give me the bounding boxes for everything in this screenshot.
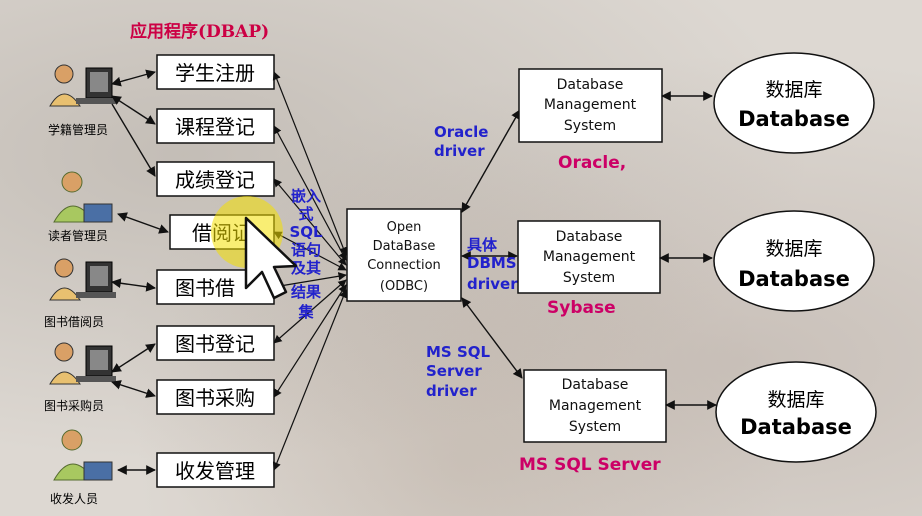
module-label-1: 学生注册 [175, 61, 255, 85]
svg-text:集: 集 [297, 303, 314, 321]
module-label-8: 收发管理 [175, 459, 255, 483]
svg-text:Database: Database [562, 377, 629, 393]
svg-text:Database: Database [740, 415, 852, 439]
person-at-computer-icon [53, 171, 113, 223]
module-label-2: 课程登记 [175, 115, 255, 139]
dbms-driver-line-1: 具体 [467, 236, 498, 254]
svg-text:System: System [564, 118, 616, 134]
module-label-5: 图书借 [175, 276, 235, 300]
mssql-driver-line-3: driver [426, 382, 477, 400]
app-title: 应用程序(DBAP) [130, 21, 269, 42]
svg-text:SQL: SQL [289, 223, 323, 241]
oracle-driver-line-1: Oracle [434, 123, 488, 141]
database-1: 数据库 Database [713, 52, 875, 154]
mssql-driver-line-2: Server [426, 362, 482, 380]
user-group-3: 图书借阅员 [44, 258, 116, 329]
user-module-links [111, 69, 169, 475]
svg-text:System: System [569, 419, 621, 435]
svg-text:Open: Open [387, 220, 422, 235]
database-2: 数据库 Database [713, 210, 875, 312]
module-odbc-links [272, 71, 348, 471]
svg-text:Database: Database [738, 267, 850, 291]
svg-text:Management: Management [549, 398, 642, 414]
svg-text:Database: Database [556, 229, 623, 245]
svg-text:数据库: 数据库 [765, 79, 822, 101]
svg-text:Management: Management [544, 97, 637, 113]
module-box-2: 课程登记 [156, 108, 275, 144]
oracle-driver-line-2: driver [434, 142, 485, 160]
dbms-driver-line-3: driver [467, 275, 518, 293]
dbms-driver-line-2: DBMS [467, 254, 517, 272]
module-box-7: 图书采购 [156, 379, 275, 415]
user-group-1: 学籍管理员 [48, 64, 116, 137]
user-label-1: 学籍管理员 [48, 122, 108, 137]
embedded-sql-label: 嵌入 式 SQL 语句 及其 结果 集 [289, 187, 323, 321]
svg-text:语句: 语句 [291, 241, 321, 259]
svg-text:嵌入: 嵌入 [291, 187, 321, 205]
dbms-box-sybase: Database Management System [517, 220, 661, 294]
dbms-database-links [659, 91, 717, 410]
svg-text:System: System [563, 270, 615, 286]
svg-text:Database: Database [738, 107, 850, 131]
user-label-2: 读者管理员 [48, 228, 108, 243]
dbms-box-mssql: Database Management System [523, 369, 667, 443]
user-label-4: 图书采购员 [44, 398, 104, 413]
person-at-computer-icon [49, 64, 116, 107]
user-group-5: 收发人员 [50, 429, 113, 506]
module-box-8: 收发管理 [156, 452, 275, 488]
person-at-computer-icon [49, 258, 116, 301]
user-group-4: 图书采购员 [44, 342, 116, 413]
svg-text:DataBase: DataBase [373, 239, 436, 254]
odbc-dbms-links [461, 109, 523, 379]
svg-text:(ODBC): (ODBC) [380, 279, 428, 294]
module-label-3: 成绩登记 [175, 168, 255, 192]
svg-text:结果: 结果 [291, 283, 322, 301]
mouse-pointer-icon [244, 216, 298, 300]
module-label-6: 图书登记 [175, 332, 255, 356]
svg-text:Management: Management [543, 249, 636, 265]
vendor-oracle: Oracle, [558, 153, 626, 173]
dbms-box-oracle: Database Management System [518, 68, 663, 143]
database-3: 数据库 Database [715, 361, 877, 463]
svg-text:Connection: Connection [367, 258, 441, 273]
svg-text:及其: 及其 [291, 259, 321, 277]
module-box-3: 成绩登记 [156, 161, 275, 197]
vendor-sybase: Sybase [547, 298, 616, 318]
svg-text:数据库: 数据库 [765, 238, 822, 260]
module-box-6: 图书登记 [156, 325, 275, 361]
user-label-5: 收发人员 [50, 491, 98, 506]
svg-text:Database: Database [557, 77, 624, 93]
vendor-mssql: MS SQL Server [519, 455, 661, 475]
person-at-computer-icon [53, 429, 113, 481]
module-label-7: 图书采购 [175, 386, 255, 410]
person-at-computer-icon [49, 342, 116, 385]
user-label-3: 图书借阅员 [44, 315, 104, 329]
svg-text:式: 式 [298, 205, 313, 223]
odbc-box: Open DataBase Connection (ODBC) [346, 208, 462, 302]
user-group-2: 读者管理员 [48, 171, 113, 243]
module-box-1: 学生注册 [156, 54, 275, 90]
mssql-driver-line-1: MS SQL [426, 343, 491, 361]
svg-text:数据库: 数据库 [767, 389, 824, 411]
driver-labels: Oracle driver 具体 DBMS driver MS SQL Serv… [426, 123, 518, 400]
